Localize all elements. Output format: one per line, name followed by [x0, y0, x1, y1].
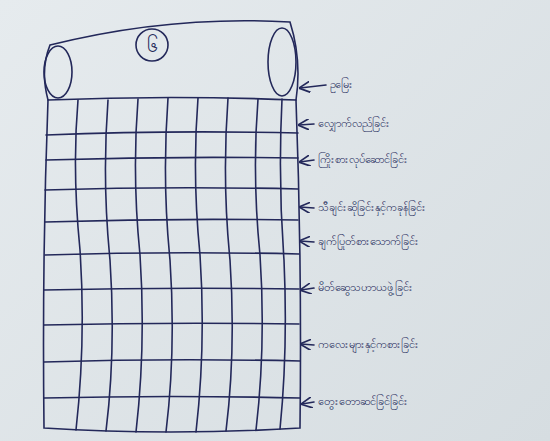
layer-label: တွေးတောဆင်ခြင်ခြင်း [318, 395, 540, 410]
layer-label: လျှောက်လည်ခြင်း [318, 117, 540, 132]
layer-label: မိတ်ဆွေသဟာယဖွဲ့ခြင်း [318, 281, 540, 296]
callout-number: ၆ [136, 32, 168, 59]
layer-label: ကြိုးစားလုပ်ဆောင်ခြင်း [318, 153, 540, 168]
layer-label: ချက်ပြုတ်စားသောက်ခြင်း [318, 235, 540, 250]
layer-label: ဥမြေး [330, 78, 540, 93]
layer-label: ကလေးများနှင့်ကစားခြင်း [318, 338, 540, 353]
layer-label: သီချင်းဆိုခြင်းနှင့်ကခုန်ခြင်း [318, 201, 540, 216]
